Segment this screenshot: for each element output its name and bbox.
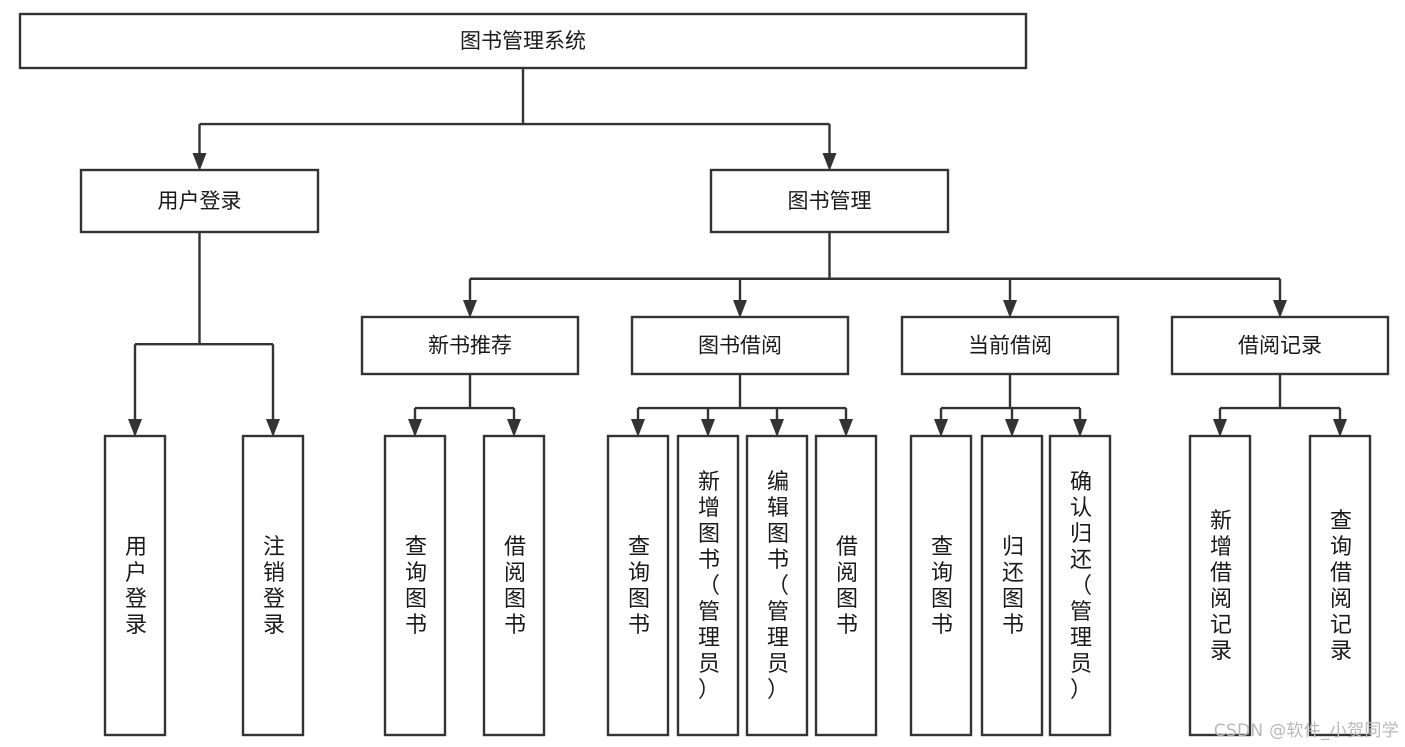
- node-box: [79, 168, 320, 234]
- node-l-rec-add[interactable]: 新增借阅记录: [1188, 434, 1252, 737]
- node-box: [1188, 434, 1252, 737]
- node-l-cur-return[interactable]: 归还图书: [980, 434, 1044, 737]
- connector-group: [128, 232, 280, 437]
- arrow-head-icon: [1273, 300, 1287, 318]
- node-l-bb-edit[interactable]: 编辑图书（管理员）: [745, 434, 809, 737]
- arrow-head-icon: [701, 419, 715, 437]
- node-l-cur-query[interactable]: 查询图书: [909, 434, 973, 737]
- connector-group: [408, 374, 521, 437]
- node-label: 用户登录: [158, 189, 242, 213]
- node-box: [676, 434, 740, 737]
- node-l-rec-query[interactable]: 查询借阅记录: [1308, 434, 1372, 737]
- arrow-head-icon: [839, 419, 853, 437]
- node-box: [383, 434, 447, 737]
- arrow-head-icon: [192, 153, 207, 171]
- node-l-cur-confirm[interactable]: 确认归还（管理员）: [1048, 434, 1112, 737]
- node-root[interactable]: 图书管理系统: [18, 12, 1028, 70]
- node-n-user-login[interactable]: 用户登录: [79, 168, 320, 234]
- connector-group: [934, 374, 1087, 437]
- node-l-bb-borrow[interactable]: 借阅图书: [814, 434, 878, 737]
- node-label: 新增图书（管理员）: [698, 470, 720, 703]
- node-box: [103, 434, 167, 737]
- node-n-borrow[interactable]: 图书借阅: [630, 315, 850, 376]
- arrow-head-icon: [1213, 419, 1227, 437]
- node-label: 查询图书: [405, 535, 427, 638]
- node-box: [1170, 315, 1390, 376]
- node-box: [909, 434, 973, 737]
- arrow-head-icon: [266, 419, 280, 437]
- node-n-new-book[interactable]: 新书推荐: [360, 315, 580, 376]
- node-label: 编辑图书（管理员）: [767, 470, 789, 703]
- node-box: [900, 315, 1120, 376]
- arrow-head-icon: [822, 153, 837, 171]
- node-box: [745, 434, 809, 737]
- node-box: [18, 12, 1028, 70]
- node-label: 确认归还（管理员）: [1070, 470, 1092, 703]
- arrow-head-icon: [1005, 419, 1019, 437]
- node-label: 用户登录: [125, 535, 147, 638]
- arrow-head-icon: [507, 419, 521, 437]
- node-label: 查询图书: [931, 535, 953, 638]
- edge-layer: [128, 68, 1347, 437]
- node-l-user-login[interactable]: 用户登录: [103, 434, 167, 737]
- node-box: [814, 434, 878, 737]
- node-label: 借阅图书: [504, 535, 526, 638]
- node-l-user-logout[interactable]: 注销登录: [241, 434, 305, 737]
- arrow-head-icon: [128, 419, 142, 437]
- connector-group: [1213, 374, 1347, 437]
- node-n-current[interactable]: 当前借阅: [900, 315, 1120, 376]
- node-box: [980, 434, 1044, 737]
- node-l-nb-query[interactable]: 查询图书: [383, 434, 447, 737]
- arrow-head-icon: [631, 419, 645, 437]
- connector-group: [463, 232, 1287, 318]
- connector-group: [631, 374, 853, 437]
- node-label: 归还图书: [1002, 535, 1024, 638]
- node-label: 新增借阅记录: [1210, 509, 1232, 664]
- node-label: 查询图书: [628, 535, 650, 638]
- node-label: 图书管理: [788, 189, 872, 213]
- node-label: 新书推荐: [428, 334, 512, 358]
- node-n-record[interactable]: 借阅记录: [1170, 315, 1390, 376]
- node-box: [1308, 434, 1372, 737]
- node-l-bb-query[interactable]: 查询图书: [606, 434, 670, 737]
- node-label: 当前借阅: [968, 334, 1052, 358]
- arrow-head-icon: [463, 300, 477, 318]
- node-box: [606, 434, 670, 737]
- node-label: 注销登录: [263, 535, 285, 638]
- arrow-head-icon: [408, 419, 422, 437]
- arrow-head-icon: [733, 300, 747, 318]
- arrow-head-icon: [1073, 419, 1087, 437]
- node-box: [360, 315, 580, 376]
- arrow-head-icon: [1333, 419, 1347, 437]
- node-l-nb-borrow[interactable]: 借阅图书: [482, 434, 546, 737]
- node-label: 借阅图书: [836, 535, 858, 638]
- node-box: [630, 315, 850, 376]
- node-box: [482, 434, 546, 737]
- node-label: 查询借阅记录: [1330, 509, 1352, 664]
- node-layer: 图书管理系统用户登录图书管理新书推荐图书借阅当前借阅借阅记录用户登录注销登录查询…: [18, 12, 1390, 737]
- node-box: [241, 434, 305, 737]
- arrow-head-icon: [770, 419, 784, 437]
- node-box: [709, 168, 950, 234]
- node-label: 图书借阅: [698, 334, 782, 358]
- node-label: 借阅记录: [1238, 334, 1322, 358]
- node-n-book-manage[interactable]: 图书管理: [709, 168, 950, 234]
- arrow-head-icon: [1003, 300, 1017, 318]
- node-l-bb-add[interactable]: 新增图书（管理员）: [676, 434, 740, 737]
- arrow-head-icon: [934, 419, 948, 437]
- node-box: [1048, 434, 1112, 737]
- node-label: 图书管理系统: [460, 29, 586, 53]
- connector-group: [192, 68, 837, 171]
